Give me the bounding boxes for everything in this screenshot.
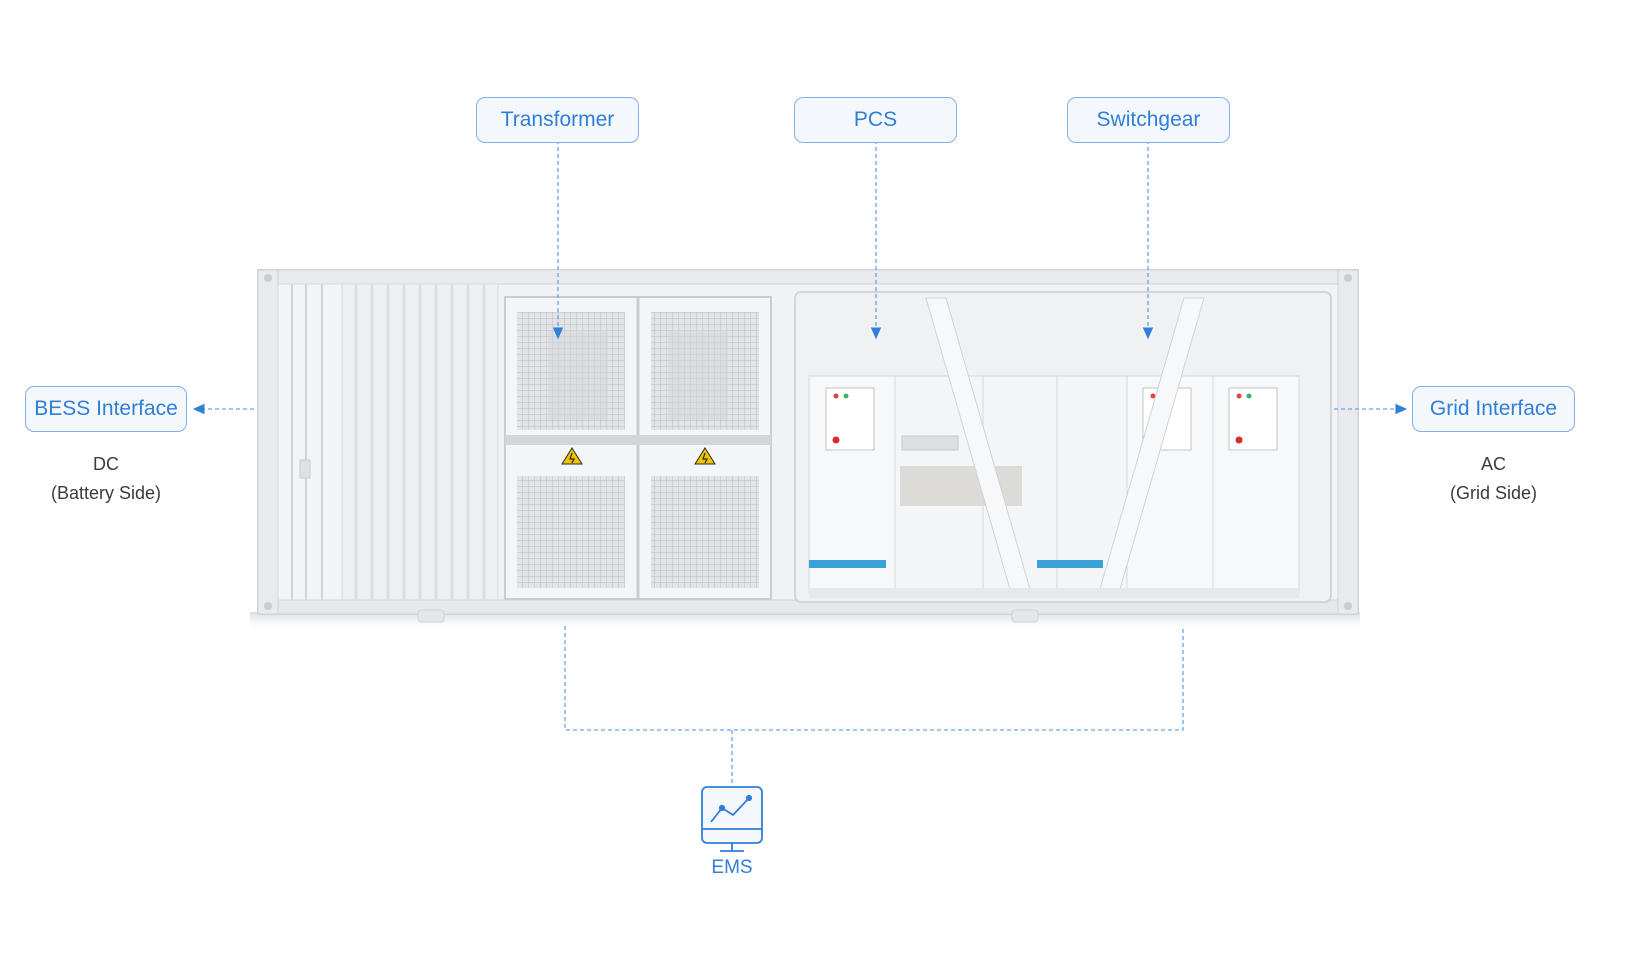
bess-interface-note: DC (Battery Side) [25, 450, 187, 508]
bess-interface-label: BESS Interface [25, 386, 187, 432]
transformer-doors [504, 296, 772, 600]
corrugated-wall [341, 283, 499, 601]
warning-sign-icon [561, 447, 583, 465]
grid-interface-note: AC (Grid Side) [1412, 450, 1575, 508]
pcs-label: PCS [794, 97, 957, 143]
container-body [257, 269, 1359, 623]
transformer-label: Transformer [476, 97, 639, 143]
warning-sign-icon [694, 447, 716, 465]
bess-interface-side: (Battery Side) [50, 483, 162, 503]
connector-lines [192, 140, 1408, 786]
end-doors [277, 283, 343, 601]
pcs-switchgear-compartment [794, 291, 1332, 603]
grid-interface-side: (Grid Side) [1449, 483, 1538, 503]
grid-interface-type: AC [1480, 454, 1506, 474]
bess-interface-type: DC [93, 454, 119, 474]
grid-interface-label: Grid Interface [1412, 386, 1575, 432]
ems-label: EMS [711, 857, 753, 878]
switchgear-label: Switchgear [1067, 97, 1230, 143]
monitor-chart-icon [701, 786, 763, 852]
